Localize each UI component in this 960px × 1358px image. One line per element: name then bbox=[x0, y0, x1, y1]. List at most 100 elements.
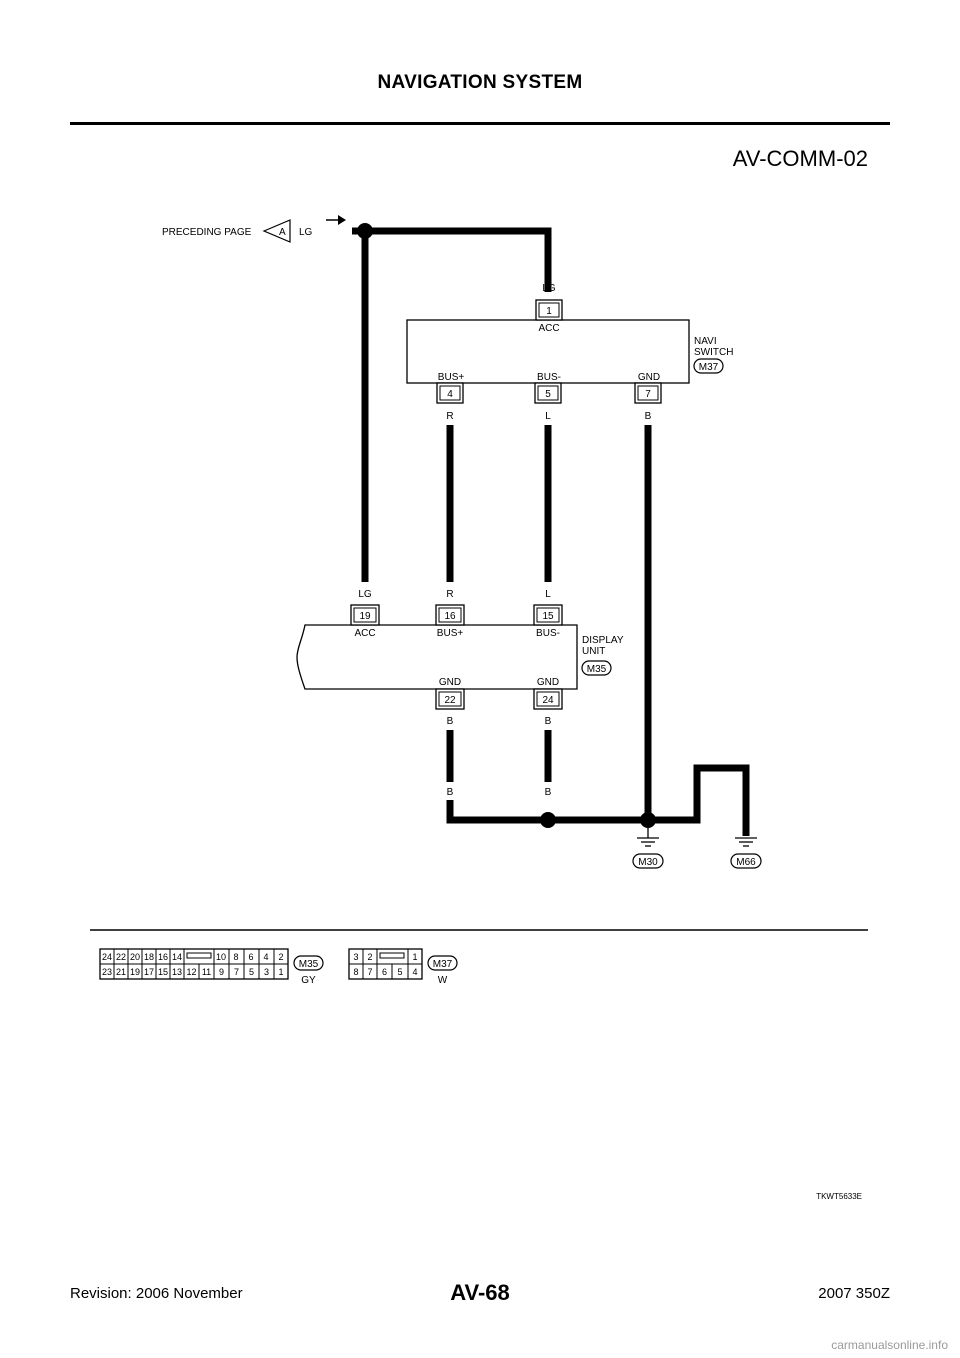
display-wire-b-22: B bbox=[447, 716, 454, 727]
connector-a-flag bbox=[262, 219, 291, 243]
svg-text:24: 24 bbox=[542, 695, 554, 706]
svg-text:12: 12 bbox=[186, 967, 196, 977]
navi-signal-gnd: GND bbox=[638, 372, 660, 383]
svg-text:8: 8 bbox=[353, 967, 358, 977]
figure-code: TKWT5633E bbox=[816, 1192, 862, 1201]
svg-text:19: 19 bbox=[359, 611, 371, 622]
splice-ground-1 bbox=[540, 812, 556, 828]
m37-pins: 3 2 1 8 7 6 5 4 bbox=[353, 952, 417, 977]
wire-lg-top bbox=[352, 227, 552, 292]
svg-text:22: 22 bbox=[444, 695, 456, 706]
splice-points bbox=[357, 223, 656, 828]
navi-switch-name-2: SWITCH bbox=[694, 347, 733, 358]
footer-model: 2007 350Z bbox=[818, 1285, 890, 1302]
display-wire-l: L bbox=[545, 589, 551, 600]
footer-page-number: AV-68 bbox=[450, 1280, 510, 1305]
splice-lg bbox=[357, 223, 373, 239]
m35-top-cells bbox=[113, 949, 275, 964]
svg-text:23: 23 bbox=[102, 967, 112, 977]
svg-text:B: B bbox=[447, 787, 454, 798]
m35-id: M35 bbox=[299, 959, 319, 970]
svg-text:18: 18 bbox=[144, 952, 154, 962]
terminal-pin-24: 24 bbox=[533, 688, 563, 710]
svg-text:11: 11 bbox=[202, 967, 211, 977]
svg-text:B: B bbox=[645, 787, 652, 798]
wire-harness bbox=[352, 227, 750, 836]
svg-text:2: 2 bbox=[278, 952, 283, 962]
svg-text:15: 15 bbox=[158, 967, 168, 977]
svg-text:7: 7 bbox=[645, 389, 651, 400]
navi-wire-r: R bbox=[446, 411, 453, 422]
svg-text:3: 3 bbox=[353, 952, 358, 962]
svg-text:15: 15 bbox=[542, 611, 554, 622]
svg-text:14: 14 bbox=[172, 952, 182, 962]
preceding-wire-color: LG bbox=[299, 227, 313, 238]
connector-view-m37: 3 2 1 8 7 6 5 4 M37 W bbox=[348, 948, 458, 986]
display-signal-acc: ACC bbox=[354, 628, 375, 639]
display-signal-gnd-24: GND bbox=[537, 677, 559, 688]
ground-icon bbox=[637, 828, 659, 847]
flow-arrow-icon bbox=[326, 215, 346, 225]
display-wire-b-24: B bbox=[545, 716, 552, 727]
svg-text:22: 22 bbox=[116, 952, 126, 962]
connector-view-m35: 24 22 20 18 16 14 10 8 6 4 2 23 21 19 17… bbox=[99, 948, 324, 986]
svg-text:4: 4 bbox=[447, 389, 453, 400]
terminal-pin-16: 16 bbox=[435, 604, 465, 626]
svg-text:5: 5 bbox=[397, 967, 402, 977]
m35-color: GY bbox=[301, 975, 316, 986]
svg-text:21: 21 bbox=[116, 967, 126, 977]
terminal-pin-19: 19 bbox=[350, 604, 380, 626]
navi-wire-b: B bbox=[645, 411, 652, 422]
display-unit-body bbox=[296, 624, 578, 690]
display-unit: LG R L 19 16 15 ACC BUS+ BUS- GND GND 22 bbox=[296, 589, 624, 727]
terminal-pin-22: 22 bbox=[435, 688, 465, 710]
svg-text:13: 13 bbox=[172, 967, 182, 977]
preceding-page-ref: PRECEDING PAGE A LG bbox=[162, 215, 346, 243]
terminal-pin-4: 4 bbox=[436, 382, 464, 404]
m35-bottom-pins: 23 21 19 17 15 13 12 11 9 7 5 3 1 bbox=[102, 967, 284, 977]
svg-text:3: 3 bbox=[264, 967, 269, 977]
terminal-pin-15: 15 bbox=[533, 604, 563, 626]
terminal-pin-5: 5 bbox=[534, 382, 562, 404]
ground-m66-id: M66 bbox=[736, 857, 756, 868]
ground-m66-badge bbox=[730, 853, 762, 869]
navi-connector-badge bbox=[693, 358, 724, 374]
svg-text:16: 16 bbox=[444, 611, 456, 622]
svg-text:1: 1 bbox=[546, 306, 552, 317]
watermark: carmanualsonline.info bbox=[831, 1338, 948, 1352]
footer-revision: Revision: 2006 November bbox=[70, 1285, 243, 1302]
page-title: NAVIGATION SYSTEM bbox=[377, 72, 583, 93]
display-unit-name-1: DISPLAY bbox=[582, 635, 624, 646]
m37-id-badge bbox=[427, 955, 458, 971]
display-wire-r: R bbox=[446, 589, 453, 600]
wire-b-ground-bus bbox=[446, 764, 750, 836]
svg-text:9: 9 bbox=[219, 967, 224, 977]
svg-text:6: 6 bbox=[382, 967, 387, 977]
navi-signal-bus-plus: BUS+ bbox=[438, 372, 465, 383]
svg-text:4: 4 bbox=[263, 952, 268, 962]
navi-signal-acc: ACC bbox=[538, 323, 559, 334]
ground-wire-labels: B B B B B bbox=[447, 787, 750, 798]
svg-text:1: 1 bbox=[412, 952, 417, 962]
navi-switch-name-1: NAVI bbox=[694, 336, 717, 347]
svg-text:5: 5 bbox=[249, 967, 254, 977]
svg-text:4: 4 bbox=[412, 967, 417, 977]
svg-text:24: 24 bbox=[102, 952, 112, 962]
svg-text:10: 10 bbox=[216, 952, 226, 962]
svg-text:7: 7 bbox=[367, 967, 372, 977]
terminal-pin-1: 1 bbox=[535, 299, 563, 321]
m37-color: W bbox=[438, 975, 448, 986]
display-signal-bus-minus: BUS- bbox=[536, 628, 560, 639]
connector-a-label: A bbox=[279, 227, 286, 238]
display-signal-bus-plus: BUS+ bbox=[437, 628, 464, 639]
display-connector-badge bbox=[581, 660, 612, 676]
svg-text:20: 20 bbox=[130, 952, 140, 962]
m37-latch-icon bbox=[379, 952, 405, 959]
m35-latch-icon bbox=[186, 952, 212, 959]
svg-text:6: 6 bbox=[248, 952, 253, 962]
display-signal-gnd-22: GND bbox=[439, 677, 461, 688]
ground-icon bbox=[735, 837, 757, 847]
navi-connector-id: M37 bbox=[699, 362, 719, 373]
svg-text:16: 16 bbox=[158, 952, 168, 962]
